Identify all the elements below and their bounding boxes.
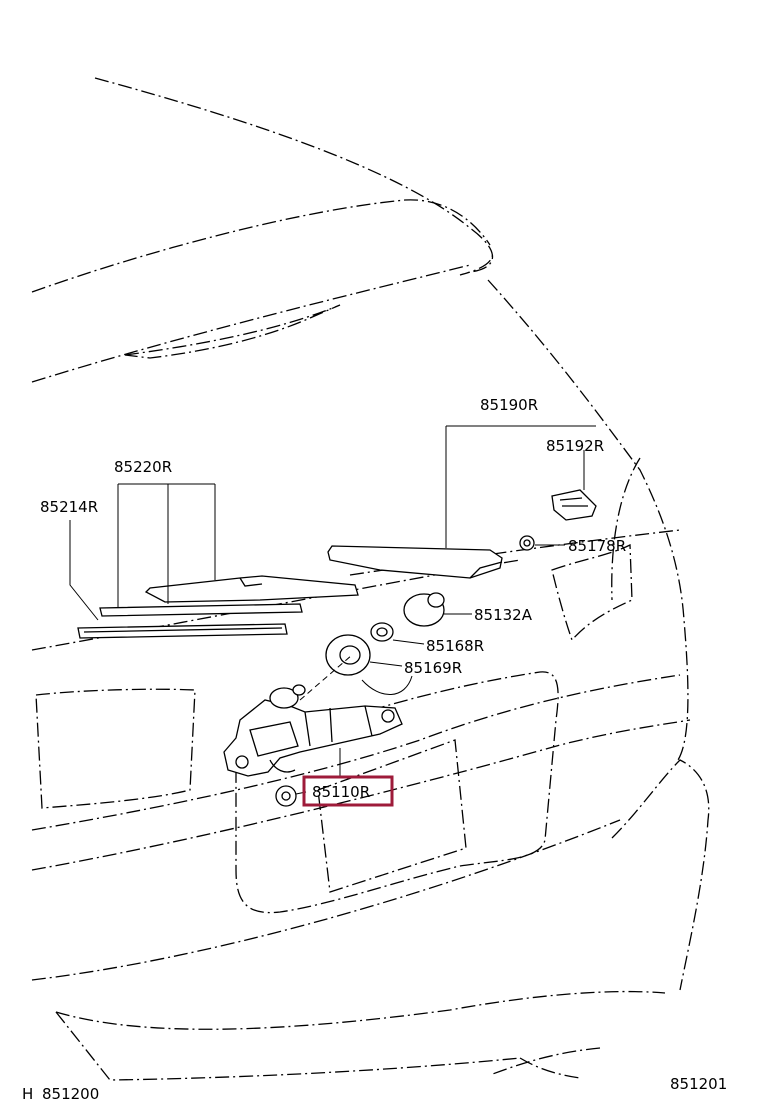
nut <box>519 535 565 551</box>
label-85220R: 85220R <box>114 458 172 476</box>
footer-left-code: 851200 <box>42 1085 99 1103</box>
label-85214R: 85214R <box>40 498 98 516</box>
label-85168R: 85168R <box>426 637 484 655</box>
label-85132A: 85132A <box>474 606 533 624</box>
part-labels: 85190R 85192R 85220R 85214R 85178R 85132… <box>40 396 626 801</box>
label-85110R: 85110R <box>312 783 370 801</box>
label-85178R: 85178R <box>568 537 626 555</box>
seal-ring <box>370 622 425 645</box>
wiper-refill-strip <box>99 603 303 617</box>
label-85169R: 85169R <box>404 659 462 677</box>
label-85192R: 85192R <box>546 437 604 455</box>
footer: H 851200 851201 <box>22 1075 727 1103</box>
footer-prefix: H <box>22 1085 33 1103</box>
footer-right-code: 851201 <box>670 1075 727 1093</box>
wiper-blade-assembly <box>69 483 359 639</box>
wiper-arm <box>327 425 596 579</box>
wiper-motor-assembly <box>223 684 403 807</box>
label-85190R: 85190R <box>480 396 538 414</box>
grommet <box>299 634 413 701</box>
pivot-cap <box>403 592 472 627</box>
highlighted-part-frame <box>302 775 394 807</box>
wiper-rubber-strip <box>77 623 288 639</box>
arm-cover-cap <box>551 489 597 521</box>
vehicle-body-outline <box>31 77 710 1081</box>
